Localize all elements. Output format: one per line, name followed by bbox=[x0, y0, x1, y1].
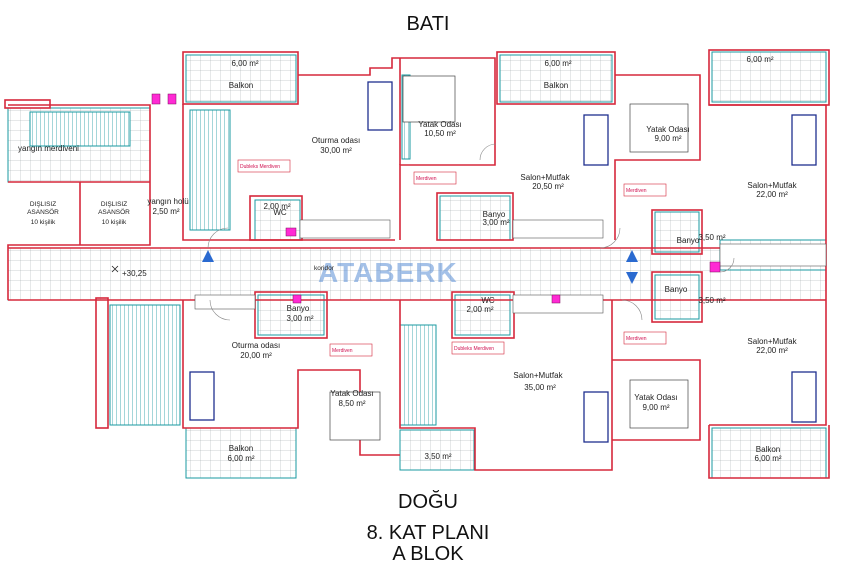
balkon-se-name: Balkon bbox=[756, 445, 780, 454]
salon-se-name: Salon+Mutfak bbox=[747, 337, 797, 346]
oturma-sw-area: 20,00 m² bbox=[240, 351, 272, 360]
balkon-sc-area: 3,50 m² bbox=[424, 452, 451, 461]
wc-s-area: 2,00 m² bbox=[466, 305, 493, 314]
balkon-nc-area: 6,00 m² bbox=[544, 59, 571, 68]
duplex-stair-south bbox=[399, 324, 437, 426]
furniture-sofas bbox=[189, 81, 817, 443]
oturma-nw-area: 30,00 m² bbox=[320, 146, 352, 155]
kitchen-counters bbox=[194, 219, 827, 314]
balkon-sc bbox=[399, 429, 475, 471]
banyo-se-area: 3,50 m² bbox=[698, 296, 725, 305]
wc-s-floor bbox=[454, 294, 511, 336]
balkon-nw-name: Balkon bbox=[229, 81, 253, 90]
main-stair-south bbox=[109, 304, 181, 426]
yatak-nc-name: Yatak Odası bbox=[418, 120, 461, 129]
asansor-2-l2: ASANSÖR bbox=[98, 208, 130, 216]
note-dublex-n: Dubleks Merdiven bbox=[240, 164, 280, 170]
banyo-nc-area: 3,00 m² bbox=[482, 218, 509, 227]
balkon-se-area: 6,00 m² bbox=[754, 454, 781, 463]
yangin-holu-name: yangın holü bbox=[147, 197, 188, 206]
wc-s-name: WC bbox=[481, 296, 495, 305]
yangin-merdiveni-label: yangın merdiveni bbox=[18, 144, 79, 153]
yangin-holu-area: 2,50 m² bbox=[152, 207, 179, 216]
balkon-sw-area: 6,00 m² bbox=[227, 454, 254, 463]
oturma-sw-name: Oturma odası bbox=[232, 341, 280, 350]
yatak-ne-area: 9,00 m² bbox=[654, 134, 681, 143]
balkon-ne-area: 6,00 m² bbox=[746, 55, 773, 64]
banyo-sw-area: 3,00 m² bbox=[286, 314, 313, 323]
balkon-sw-name: Balkon bbox=[229, 444, 253, 453]
accent-markers bbox=[151, 93, 721, 304]
asansor-1-l1: DIŞLISIZ bbox=[30, 201, 56, 208]
balkon-nw bbox=[185, 54, 297, 103]
yatak-ne-name: Yatak Odası bbox=[646, 125, 689, 134]
block-title: A BLOK bbox=[392, 543, 464, 565]
wc-n-name: WC bbox=[273, 208, 287, 217]
asansor-1-l2: ASANSÖR bbox=[27, 208, 59, 216]
balkon-ne bbox=[711, 51, 827, 103]
yatak-sw-area: 8,50 m² bbox=[338, 399, 365, 408]
asansor-2-l3: 10 kişilik bbox=[102, 219, 127, 226]
balkon-nw-area: 6,00 m² bbox=[231, 59, 258, 68]
plan-title: 8. KAT PLANI bbox=[367, 522, 490, 544]
yatak-se-name: Yatak Odası bbox=[634, 393, 677, 402]
salon-nc-name: Salon+Mutfak bbox=[520, 173, 570, 182]
wc-n-area: 2,00 m² bbox=[263, 202, 290, 211]
salon-se-area: 22,00 m² bbox=[756, 346, 788, 355]
door-swings bbox=[207, 143, 735, 321]
main-stair-north bbox=[189, 109, 231, 231]
koridor-label: koridor bbox=[314, 265, 335, 272]
balkon-nc-name: Balkon bbox=[544, 81, 568, 90]
note-merdiven-1: Merdiven bbox=[416, 176, 437, 182]
walls bbox=[4, 49, 830, 479]
asansor-2-l1: DIŞLISIZ bbox=[101, 201, 127, 208]
oturma-nw-name: Oturma odası bbox=[312, 136, 360, 145]
note-merdiven-4: Merdiven bbox=[626, 336, 647, 342]
banyo-ne-area: 3,50 m² bbox=[698, 233, 725, 242]
note-dublex-s: Dubleks Merdiven bbox=[454, 346, 494, 352]
asansor-1-l3: 10 kişilik bbox=[31, 219, 56, 226]
note-merdiven-2: Merdiven bbox=[626, 188, 647, 194]
yatak-nc-area: 10,50 m² bbox=[424, 129, 456, 138]
banyo-nc-name: Banyo bbox=[483, 210, 506, 219]
banyo-nc-floor bbox=[439, 195, 511, 241]
salon-ne-name: Salon+Mutfak bbox=[747, 181, 797, 190]
watermark-logo: ATABERK bbox=[318, 257, 458, 288]
salon-nc-area: 20,50 m² bbox=[532, 182, 564, 191]
salon-ne-area: 22,00 m² bbox=[756, 190, 788, 199]
west-label: BATI bbox=[407, 13, 450, 35]
balkon-se bbox=[711, 427, 827, 479]
yatak-se-area: 9,00 m² bbox=[642, 403, 669, 412]
banyo-sw-floor bbox=[257, 294, 325, 336]
entry-arrows bbox=[202, 250, 638, 284]
furniture-beds bbox=[329, 75, 689, 441]
salon-sc-name: Salon+Mutfak bbox=[513, 371, 563, 380]
banyo-sw-name: Banyo bbox=[287, 304, 310, 313]
balkon-nc bbox=[499, 54, 613, 103]
banyo-se-floor bbox=[654, 274, 700, 320]
banyo-ne-floor bbox=[654, 211, 700, 253]
east-label: DOĞU bbox=[398, 490, 458, 513]
banyo-ne-name: Banyo bbox=[677, 236, 700, 245]
yatak-sw-name: Yatak Odası bbox=[330, 389, 373, 398]
salon-sc-area: 35,00 m² bbox=[524, 383, 556, 392]
banyo-se-name: Banyo bbox=[665, 285, 688, 294]
fire-stair-flight bbox=[29, 111, 131, 147]
note-merdiven-3: Merdiven bbox=[332, 348, 353, 354]
balkon-sw bbox=[185, 427, 297, 479]
level-mark: +30,25 bbox=[122, 269, 147, 278]
level-symbol bbox=[111, 265, 119, 273]
